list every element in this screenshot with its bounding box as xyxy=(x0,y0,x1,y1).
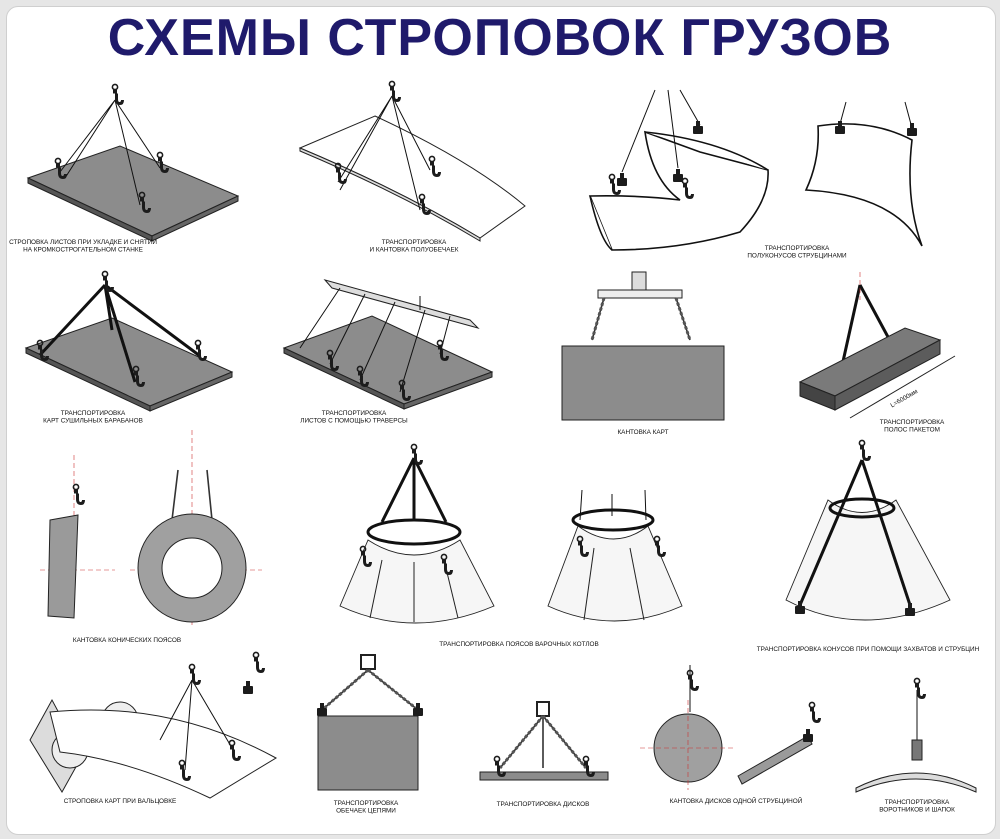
caption-7b: ПОЛОС ПАКЕТОМ xyxy=(884,427,940,434)
caption-2b: И КАНТОВКА ПОЛУОБЕЧАЕК xyxy=(369,247,458,254)
caption-2a: ТРАНСПОРТИРОВКА xyxy=(382,239,447,246)
diagram-disc-tilting: КАНТОВКА ДИСКОВ ОДНОЙ СТРУБЦИНОЙ xyxy=(640,665,822,805)
diagram-card-tilting: КАНТОВКА КАРТ xyxy=(561,271,725,436)
poster-title: СХЕМЫ СТРОПОВОК ГРУЗОВ xyxy=(107,9,893,67)
caption-13: ТРАНСПОРТИРОВКА ДИСКОВ xyxy=(497,801,590,808)
caption-7a: ТРАНСПОРТИРОВКА xyxy=(880,419,945,426)
caption-11: СТРОПОВКА КАРТ ПРИ ВАЛЬЦОВКЕ xyxy=(64,798,177,805)
caption-6: КАНТОВКА КАРТ xyxy=(617,429,668,436)
caption-4a: ТРАНСПОРТИРОВКА xyxy=(61,410,126,417)
caption-5b: ЛИСТОВ С ПОМОЩЬЮ ТРАВЕРСЫ xyxy=(300,418,408,425)
caption-15b: ВОРОТНИКОВ И ШАПОК xyxy=(879,807,955,814)
length-label: L=6000мм xyxy=(889,388,919,409)
svg-text:СТРОПОВКА ЛИСТОВ ПРИ УКЛАДКЕ И: СТРОПОВКА ЛИСТОВ ПРИ УКЛАДКЕ И СНЯТИИНА … xyxy=(9,239,157,254)
diagram-boiler-belts: ТРАНСПОРТИРОВКА ПОЯСОВ ВАРОЧНЫХ КОТЛОВ xyxy=(339,443,683,648)
caption-14: КАНТОВКА ДИСКОВ ОДНОЙ СТРУБЦИНОЙ xyxy=(670,796,803,805)
diagram-rolling: СТРОПОВКА КАРТ ПРИ ВАЛЬЦОВКЕ xyxy=(29,651,278,805)
diagram-conical-belts: КАНТОВКА КОНИЧЕСКИХ ПОЯСОВ xyxy=(40,430,262,644)
caption-3b: ПОЛУКОНУСОВ СТРУБЦИНАМИ xyxy=(747,253,847,260)
caption-12a: ТРАНСПОРТИРОВКА xyxy=(334,800,399,807)
caption-3a: ТРАНСПОРТИРОВКА xyxy=(765,245,830,252)
caption-1b: НА КРОМКОСТРОГАТЕЛЬНОМ СТАНКЕ xyxy=(23,247,143,254)
caption-1a: СТРОПОВКА ЛИСТОВ ПРИ УКЛАДКЕ И СНЯТИИ xyxy=(9,239,157,246)
diagram-discs: ТРАНСПОРТИРОВКА ДИСКОВ xyxy=(479,701,609,808)
diagram-cone-grips: ТРАНСПОРТИРОВКА КОНУСОВ ПРИ ПОМОЩИ ЗАХВА… xyxy=(757,439,980,653)
caption-10: ТРАНСПОРТИРОВКА КОНУСОВ ПРИ ПОМОЩИ ЗАХВА… xyxy=(757,646,980,653)
caption-4b: КАРТ СУШИЛЬНЫХ БАРАБАНОВ xyxy=(43,418,143,425)
caption-15a: ТРАНСПОРТИРОВКА xyxy=(885,799,950,806)
caption-8: КАНТОВКА КОНИЧЕСКИХ ПОЯСОВ xyxy=(73,637,181,644)
caption-12b: ОБЕЧАЕК ЦЕПЯМИ xyxy=(336,808,396,815)
caption-5a: ТРАНСПОРТИРОВКА xyxy=(322,410,387,417)
caption-9: ТРАНСПОРТИРОВКА ПОЯСОВ ВАРОЧНЫХ КОТЛОВ xyxy=(439,641,599,648)
